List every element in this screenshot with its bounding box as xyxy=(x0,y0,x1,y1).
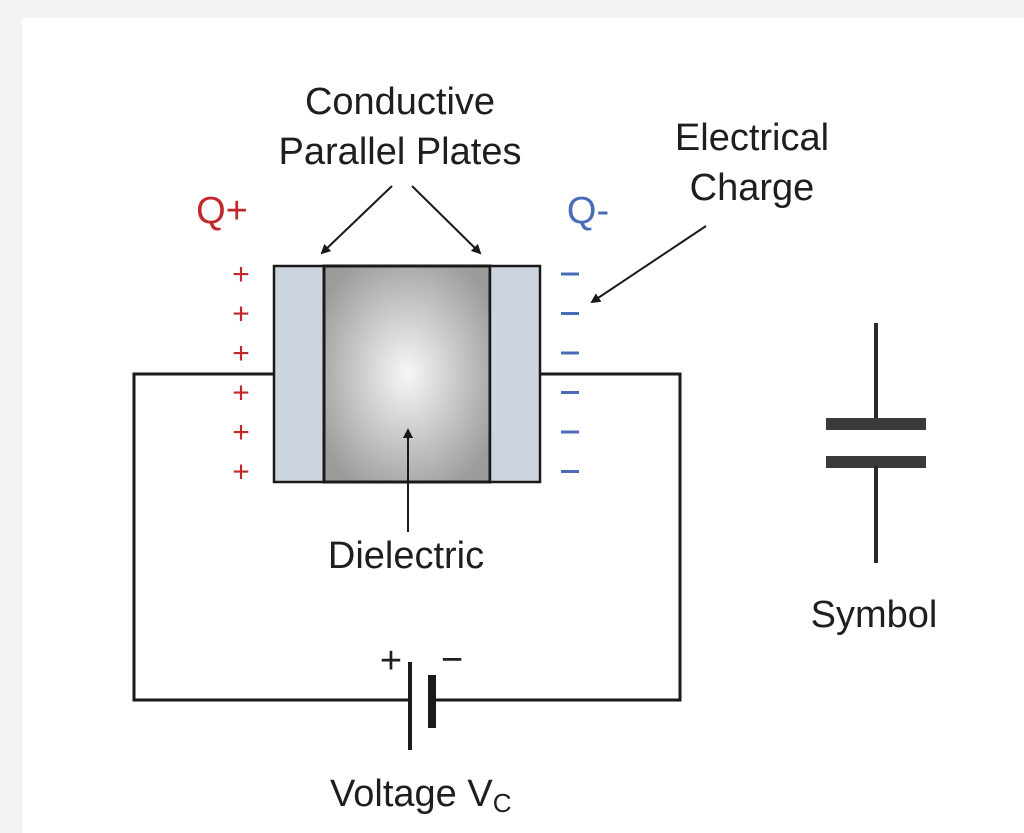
plates-label-line2: Parallel Plates xyxy=(279,131,522,173)
symbol-label: Symbol xyxy=(811,594,938,636)
q-negative-label: Q- xyxy=(567,190,609,232)
positive-charges: + + + + + + xyxy=(232,258,250,489)
positive-charge-sign: + xyxy=(232,456,250,489)
left-conductive-plate xyxy=(272,264,326,484)
positive-charge-sign: + xyxy=(232,298,250,331)
charge-label-line1: Electrical xyxy=(675,117,829,159)
voltage-label: Voltage VC xyxy=(330,773,511,818)
circuit-wire-right xyxy=(432,372,682,702)
charge-arrow xyxy=(590,225,707,304)
circuit-wire-left xyxy=(132,372,410,702)
positive-charge-sign: + xyxy=(232,377,250,410)
battery-plus-label: + xyxy=(380,640,402,682)
positive-charge-sign: + xyxy=(232,258,250,291)
positive-charge-sign: + xyxy=(232,337,250,370)
dielectric-label: Dielectric xyxy=(328,535,484,577)
q-positive-label: Q+ xyxy=(196,190,248,232)
voltage-label-subscript: C xyxy=(493,788,512,818)
negative-charges xyxy=(561,272,579,473)
voltage-label-main: Voltage V xyxy=(330,773,493,815)
positive-charge-sign: + xyxy=(232,416,250,449)
plates-label-line1: Conductive xyxy=(305,81,495,123)
right-conductive-plate xyxy=(488,264,542,484)
plate-arrow-right xyxy=(411,185,482,255)
charge-label-line2: Charge xyxy=(690,167,815,209)
plate-arrow-left xyxy=(320,185,393,255)
battery-minus-label: − xyxy=(441,639,463,681)
